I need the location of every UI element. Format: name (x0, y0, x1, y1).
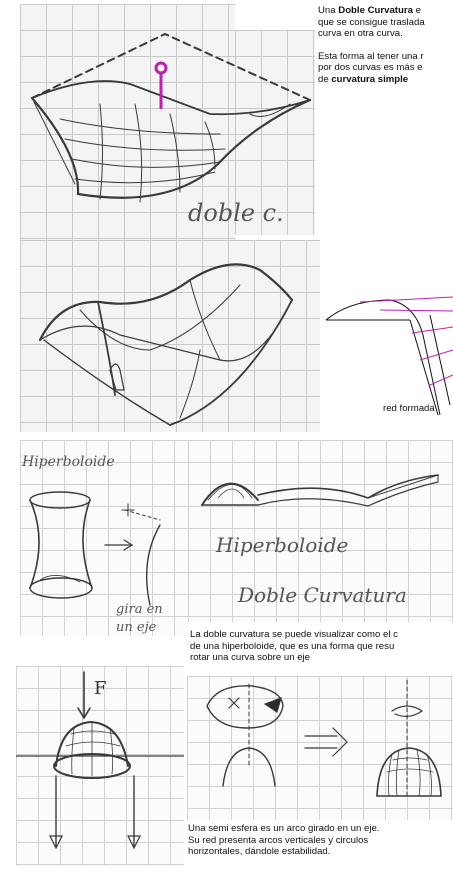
rotation-caption-line2: un eje (116, 620, 157, 635)
force-label: F (94, 678, 107, 699)
double-curvature-drawing: doble c. (20, 4, 315, 240)
sketch-dome-rotation (187, 676, 453, 820)
semi-sphere-description: Una semi esfera es un arco girado en un … (188, 823, 380, 858)
net-diagram (320, 275, 453, 415)
sketch-roof-structure (20, 240, 320, 432)
rotation-caption-line1: gira en (116, 602, 163, 617)
double-curvature-handwritten: Doble Curvatura (238, 583, 407, 607)
sketch-hyperboloid-left: Hiperboloide gira en un eje (20, 440, 188, 636)
hyperboloid-label-right: Hiperboloide (216, 533, 349, 557)
sketch-hyperboloid-right: Hiperboloide Doble Curvatura (188, 440, 453, 622)
sketch-double-curvature-extension (235, 30, 315, 235)
hyperboloid-label: Hiperboloide (22, 454, 115, 470)
hyperboloid-description: La doble curvatura se puede visualizar c… (190, 629, 398, 664)
sketch-dome-force: F (16, 666, 184, 866)
double-curvature-description: Una Doble Curvatura e que se consigue tr… (318, 5, 425, 85)
sketch-label-doble-c: doble c. (188, 199, 284, 227)
sketch-double-curvature (20, 4, 235, 240)
net-diagram-caption: red formada (383, 403, 435, 414)
